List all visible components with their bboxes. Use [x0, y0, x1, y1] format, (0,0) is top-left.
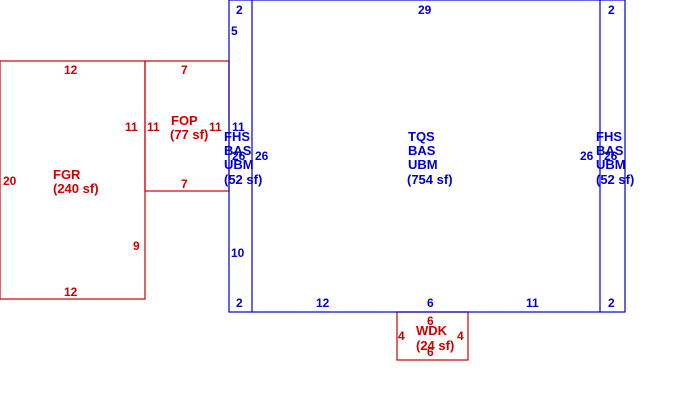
- fgr-top-dim: 12: [64, 63, 78, 77]
- living-outline: [228, 0, 626, 313]
- fgr-right-upper-dim: 11: [125, 120, 138, 134]
- tqs-bottom-left-dim: 12: [316, 296, 330, 310]
- fop-right-dim: 11: [209, 120, 222, 134]
- fhs-left-side-dim: 26: [232, 149, 246, 163]
- tqs-bottom-right-dim: 11: [526, 296, 539, 310]
- wdk-top-dim: 6: [427, 314, 434, 328]
- wdk-left-dim: 4: [398, 329, 405, 343]
- fgr-bottom-dim: 12: [64, 285, 78, 299]
- fgr-area: (240 sf): [53, 181, 99, 196]
- wdk-area: (24 sf): [416, 338, 454, 353]
- fgr-right-lower-dim: 9: [133, 239, 140, 253]
- fhs-right-code-1: FHS: [596, 129, 622, 144]
- tqs-top-dim: 29: [418, 3, 432, 17]
- fhs-left-lower-dim: 10: [231, 246, 245, 260]
- fop-bottom-dim: 7: [181, 177, 188, 191]
- fhs-left-area: (52 sf): [224, 172, 262, 187]
- fhs-left-code-3: UBM: [224, 157, 254, 172]
- tqs-code-3: UBM: [408, 157, 438, 172]
- fhs-left-top-dim: 2: [236, 3, 243, 17]
- fop-area: (77 sf): [170, 127, 208, 142]
- fhs-right-code-2: BAS: [596, 143, 624, 158]
- fop-code: FOP: [171, 113, 198, 128]
- fhs-right-area: (52 sf): [596, 172, 634, 187]
- fhs-left-upper-dim: 5: [231, 24, 238, 38]
- fhs-right-code-3: UBM: [596, 157, 626, 172]
- tqs-code-1: TQS: [408, 129, 435, 144]
- fhs-right-top-dim: 2: [608, 3, 615, 17]
- fhs-left-side2-dim: 26: [255, 149, 269, 163]
- fop-top-dim: 7: [181, 63, 188, 77]
- fhs-right-bottom-dim: 2: [608, 296, 615, 310]
- fhs-left-code-1: FHS: [224, 129, 250, 144]
- wdk-bottom-dim: 6: [427, 345, 434, 359]
- fhs-left-mid-dim: 11: [232, 120, 245, 134]
- tqs-bottom-mid-dim: 6: [427, 296, 434, 310]
- fop-left-dim: 11: [147, 120, 160, 134]
- wdk-right-dim: 4: [457, 329, 464, 343]
- fgr-left-dim: 20: [3, 174, 17, 188]
- fhs-left-code-2: BAS: [224, 143, 252, 158]
- fhs-right-side2-dim: 26: [604, 149, 618, 163]
- fhs-right-side-dim: 26: [580, 149, 594, 163]
- tqs-area: (754 sf): [407, 172, 453, 187]
- wdk-code: WDK: [416, 323, 448, 338]
- tqs-code-2: BAS: [408, 143, 436, 158]
- fhs-left-bottom-dim: 2: [236, 296, 243, 310]
- fgr-code: FGR: [53, 167, 81, 182]
